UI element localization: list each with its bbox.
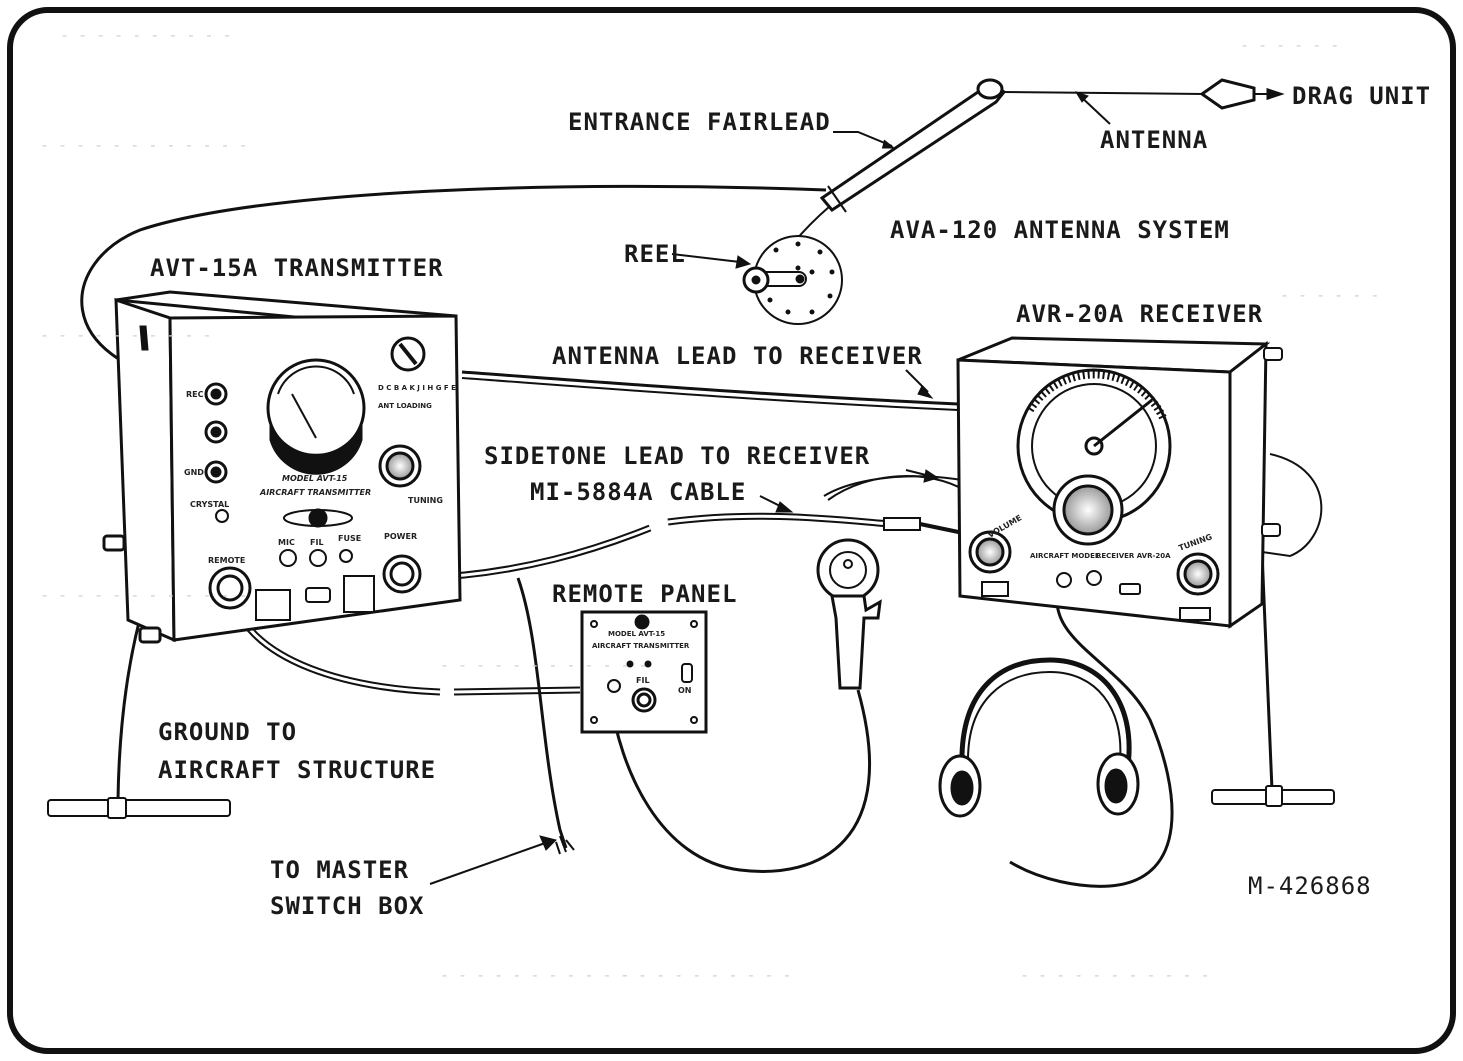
tx-loading-letters: D C B A K J I H G F E [378, 384, 456, 392]
svg-text:- - - - - - - - - - -: - - - - - - - - - - - [1020, 966, 1210, 984]
ground-label-line1: GROUND TO [158, 718, 298, 746]
master-switch-label-line1: TO MASTER [270, 856, 410, 884]
receiver-unit [956, 336, 1283, 629]
tx-gnd-label: GND [184, 468, 204, 477]
remote-name-label: AIRCRAFT TRANSMITTER [592, 642, 690, 650]
reel-label: REEL [624, 240, 686, 268]
reel [671, 235, 843, 325]
tx-tuning-label: TUNING [408, 496, 443, 505]
receiver-label: AVR-20A RECEIVER [1016, 300, 1264, 328]
tx-ant-loading-label: ANT LOADING [378, 402, 432, 410]
remote-on-label: ON [678, 686, 692, 695]
remote-panel-label: REMOTE PANEL [552, 580, 738, 608]
headphones [938, 657, 1140, 818]
svg-text:- - - - - - - - - - - -: - - - - - - - - - - - - [440, 656, 648, 674]
tx-power-label: POWER [384, 532, 418, 541]
tx-name-label: AIRCRAFT TRANSMITTER [260, 488, 372, 497]
remote-model-label: MODEL AVT-15 [608, 630, 666, 638]
master-switch-label-line2: SWITCH BOX [270, 892, 425, 920]
transmitter-label: AVT-15A TRANSMITTER [150, 254, 444, 282]
svg-text:- - - - - - - - - -: - - - - - - - - - - [40, 326, 212, 344]
svg-text:- - - - - - - - - - -: - - - - - - - - - - - [440, 966, 630, 984]
microphone [816, 538, 882, 690]
ground-bars [47, 785, 1335, 819]
remote-panel-unit [580, 610, 708, 734]
ground-label-line2: AIRCRAFT STRUCTURE [158, 756, 437, 784]
tx-crystal-label: CRYSTAL [190, 500, 230, 509]
tx-model-label: MODEL AVT-15 [282, 474, 348, 483]
figure-border [7, 7, 1456, 1054]
rx-aircraft-label: AIRCRAFT MODEL [1030, 552, 1100, 560]
figure-id: M-426868 [1248, 872, 1372, 900]
ava-system-label: AVA-120 ANTENNA SYSTEM [890, 216, 1230, 244]
svg-text:- - - - - -: - - - - - - [1280, 286, 1379, 304]
svg-text:- - - - - - - - - -: - - - - - - - - - - [620, 966, 792, 984]
page-bleed: - - - - - - - - - - - - - - - - - - - - … [40, 26, 1379, 984]
antenna-label: ANTENNA [1100, 126, 1209, 154]
transmitter-unit [102, 290, 462, 644]
cable-label: MI-5884A CABLE [530, 478, 747, 506]
entrance-fairlead-label: ENTRANCE FAIRLEAD [568, 108, 831, 136]
svg-text:- - - - - - - - - - - -: - - - - - - - - - - - - [40, 586, 248, 604]
antenna-system [769, 78, 1285, 277]
antenna-lead-label: ANTENNA LEAD TO RECEIVER [552, 342, 923, 370]
svg-text:- - - - - -: - - - - - - [1240, 36, 1339, 54]
drag-unit-label: DRAG UNIT [1292, 82, 1432, 110]
tx-mic-label: MIC [278, 538, 295, 547]
tx-rec-label: REC [186, 390, 204, 399]
svg-text:- - - - - - - - - - - -: - - - - - - - - - - - - [40, 136, 248, 154]
sidetone-lead-label: SIDETONE LEAD TO RECEIVER [484, 442, 871, 470]
svg-text:- - - - - - - - - -: - - - - - - - - - - [60, 26, 232, 44]
remote-fil-label: FIL [636, 676, 650, 685]
tx-remote-label: REMOTE [208, 556, 246, 565]
tx-fil-label: FIL [310, 538, 324, 547]
rx-receiver-model-label: RECEIVER AVR-20A [1096, 552, 1171, 560]
tx-fuse-label: FUSE [338, 534, 362, 543]
